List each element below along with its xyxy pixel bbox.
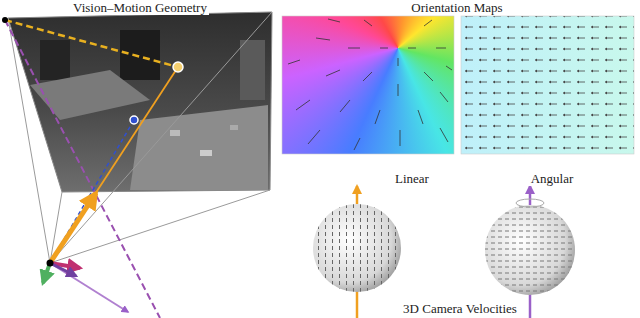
sphere-label: Angular [529, 171, 576, 186]
panel-title: Vision–Motion Geometry [71, 0, 209, 15]
sphere-label: Linear [393, 171, 431, 186]
color-wheel-map [282, 16, 454, 154]
color-wheel [282, 16, 454, 154]
panel-title: Orientation Maps [409, 0, 504, 15]
panel-title: 3D Camera Velocities [401, 301, 519, 316]
